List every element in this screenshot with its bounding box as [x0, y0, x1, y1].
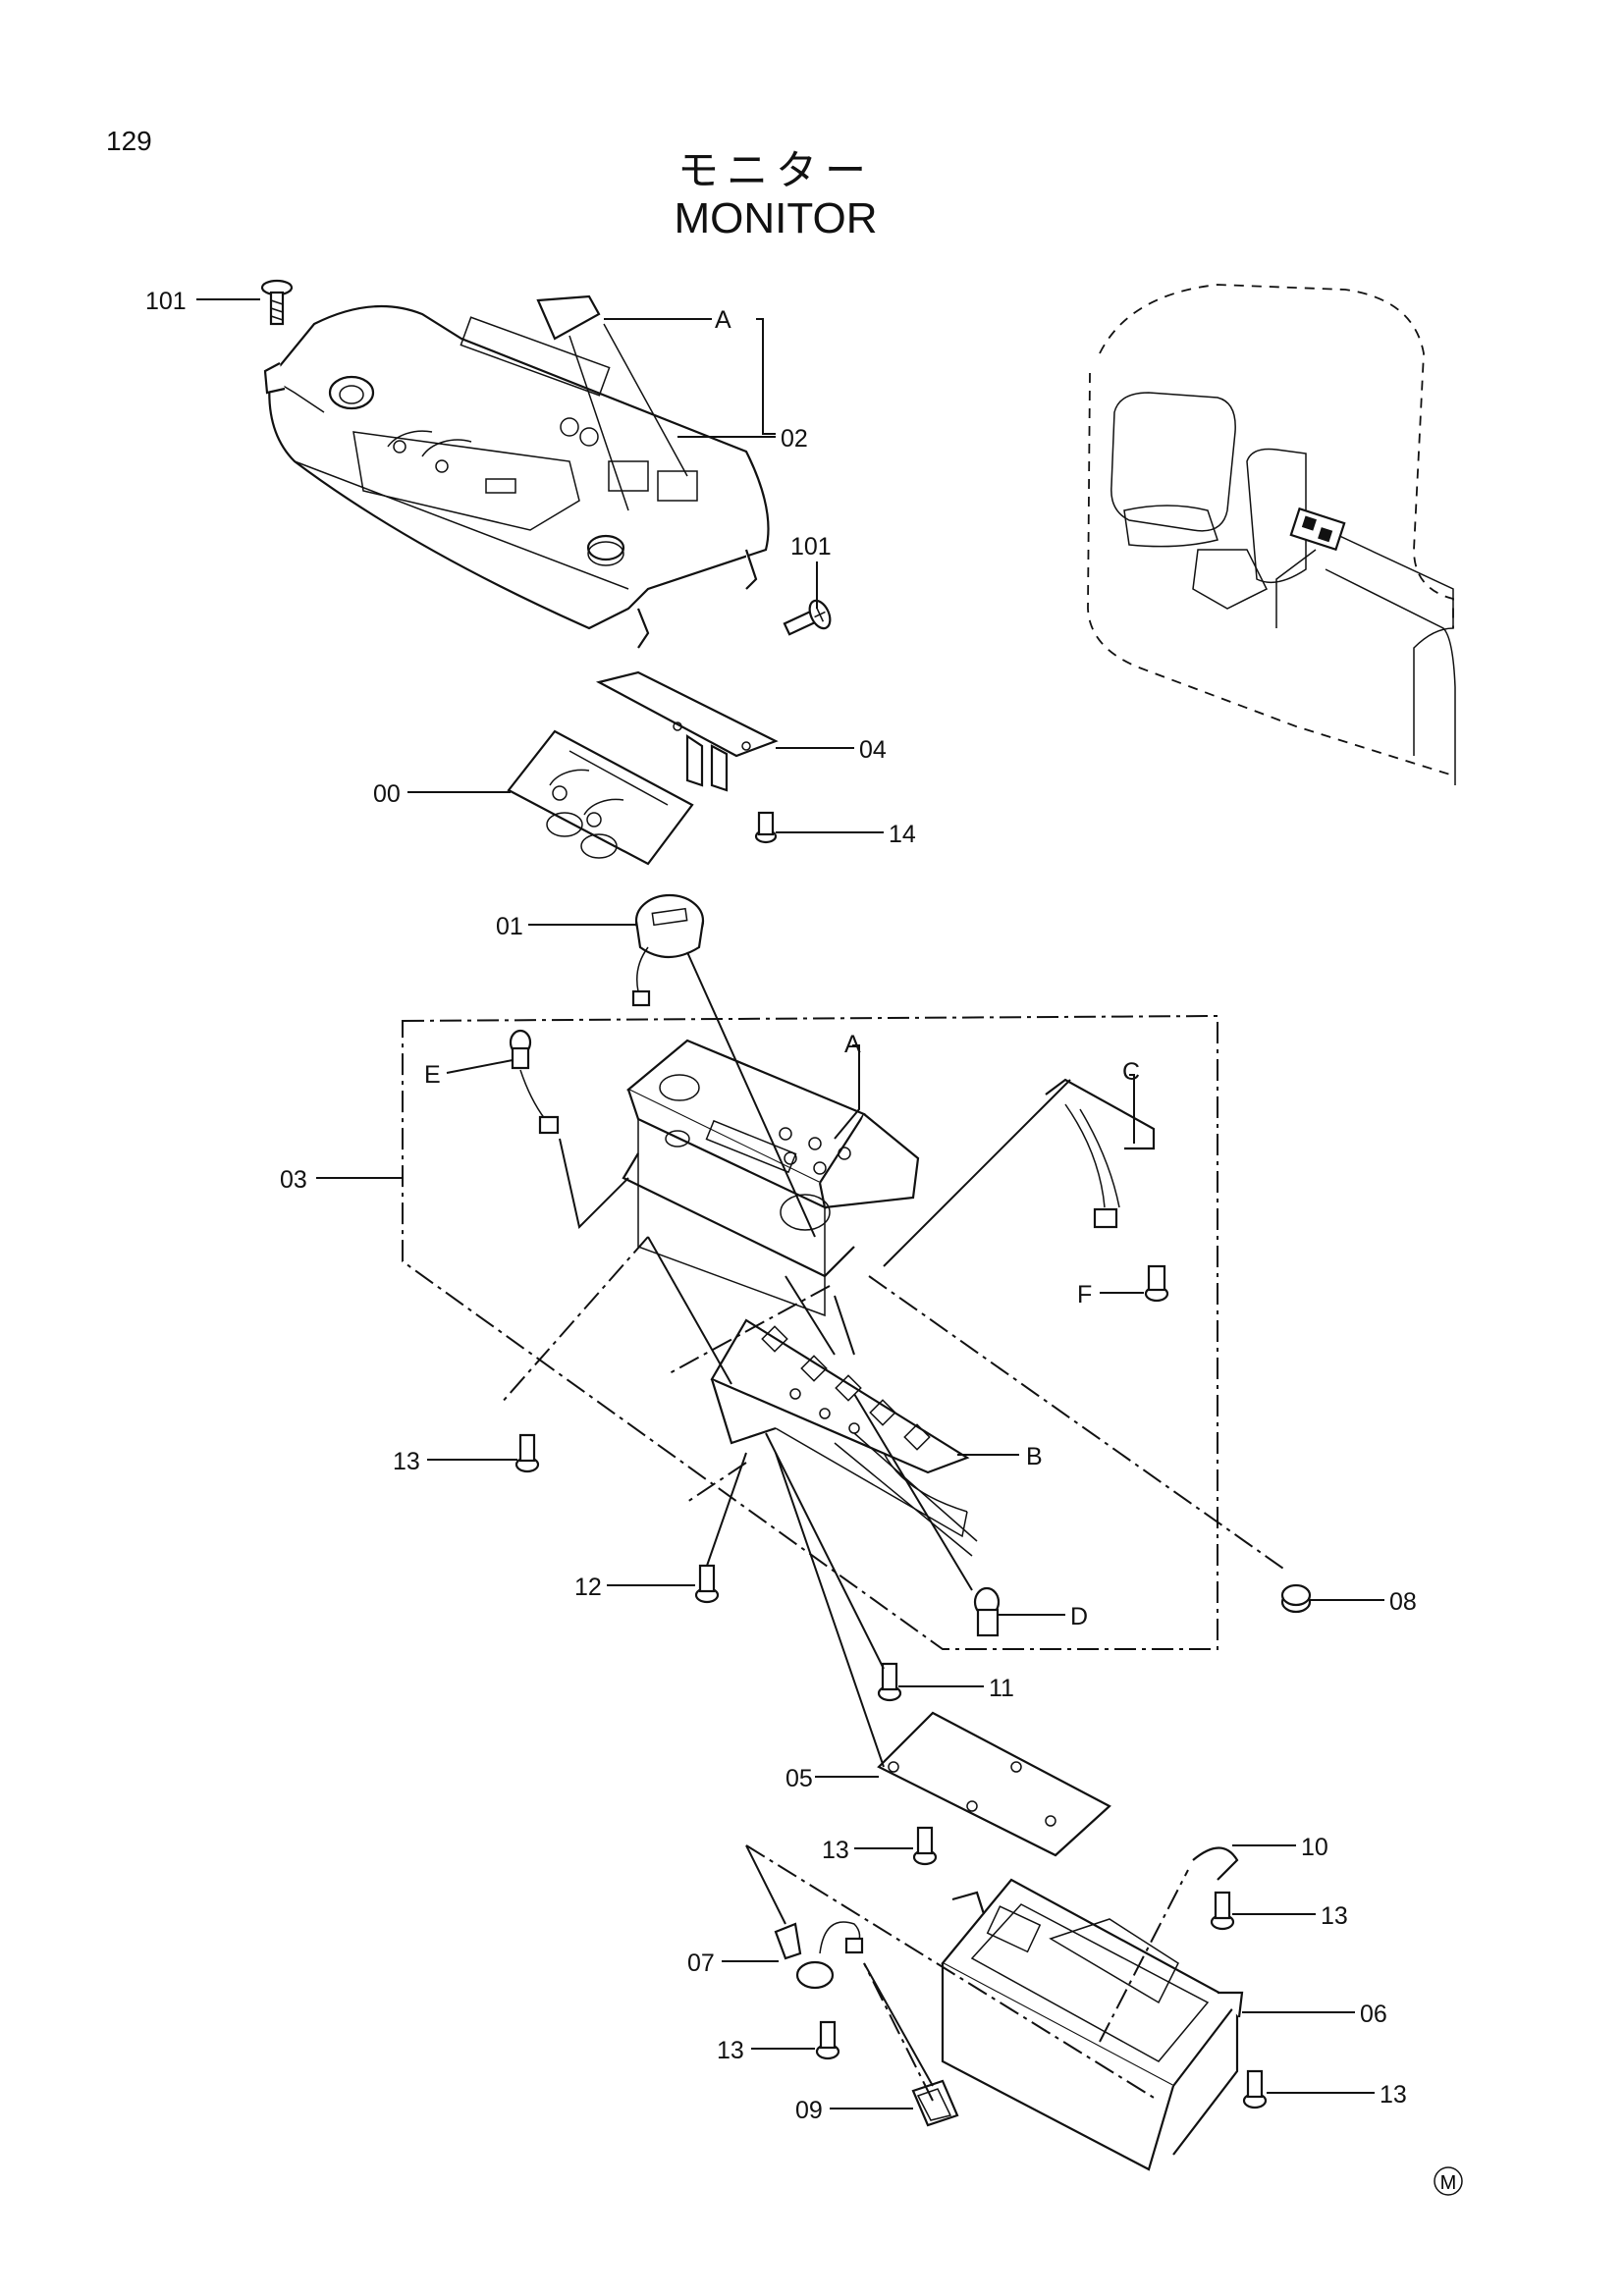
bolt-13-middle — [912, 1826, 938, 1866]
callout-leaders — [196, 298, 1384, 2109]
callout-03: 03 — [280, 1166, 307, 1194]
bracket-C — [1045, 1078, 1156, 1229]
page-number: 129 — [106, 126, 152, 156]
callout-D: D — [1070, 1603, 1088, 1630]
bolt-F — [1144, 1264, 1169, 1303]
callout-10: 10 — [1301, 1834, 1328, 1861]
meter-panel-part-00 — [507, 729, 694, 866]
assembly-03-boundary — [402, 1014, 1218, 1650]
callout-13-middle: 13 — [822, 1837, 849, 1864]
bolt-101-lower — [783, 599, 832, 636]
lamp-socket-E — [509, 1029, 560, 1135]
callout-00: 00 — [373, 780, 401, 808]
lamp-D — [973, 1586, 1001, 1637]
callout-F: F — [1077, 1281, 1092, 1308]
callout-07: 07 — [687, 1949, 715, 1977]
callout-08: 08 — [1389, 1588, 1417, 1616]
bolt-08 — [1280, 1583, 1312, 1614]
bolt-13-right-upper — [1210, 1891, 1235, 1931]
callout-12: 12 — [574, 1574, 602, 1601]
lamp-cord-07 — [774, 1921, 864, 1990]
assembly-guide-lines — [500, 951, 1287, 2102]
lower-case-06 — [941, 1878, 1244, 2171]
grommet-09 — [911, 2079, 959, 2127]
bolt-12 — [694, 1564, 720, 1604]
title-japanese: モニター — [677, 146, 874, 194]
callout-01: 01 — [496, 913, 523, 940]
callout-14: 14 — [889, 821, 916, 848]
cab-location-view — [1087, 284, 1456, 785]
bolt-14 — [754, 811, 778, 844]
callout-04: 04 — [859, 736, 887, 764]
callout-C: C — [1122, 1058, 1140, 1086]
callout-11: 11 — [989, 1675, 1014, 1702]
bolt-13-lower-left — [815, 2020, 840, 2060]
bolt-101-upper — [260, 279, 294, 326]
monitor-housing-A — [622, 1039, 920, 1317]
bolt-11 — [877, 1662, 902, 1702]
svg-text:M: M — [1440, 2172, 1457, 2194]
callout-05: 05 — [785, 1765, 813, 1792]
bracket-part-04 — [595, 670, 779, 792]
callout-13-right-upper: 13 — [1321, 1902, 1348, 1930]
callout-B: B — [1026, 1443, 1043, 1470]
callout-09: 09 — [795, 2097, 823, 2124]
plate-05 — [877, 1711, 1111, 1857]
plate-B — [710, 1318, 978, 1557]
title-english: MONITOR — [674, 194, 878, 242]
callout-13-lower-right: 13 — [1380, 2081, 1407, 2109]
callout-13-upper-left: 13 — [393, 1448, 420, 1475]
hour-meter-part-01 — [631, 893, 705, 1007]
callout-13-lower-left: 13 — [717, 2037, 744, 2064]
bolt-13-upper-left — [514, 1433, 540, 1473]
monitor-cover-part-02 — [263, 294, 770, 649]
callout-101-upper: 101 — [145, 288, 187, 315]
callout-101-lower: 101 — [790, 533, 832, 561]
callout-E: E — [424, 1061, 441, 1089]
manufacturer-mark: M — [1434, 2166, 1463, 2196]
callout-02: 02 — [781, 425, 808, 453]
callout-A-upper: A — [715, 306, 731, 334]
callout-labels: 101 A 02 101 04 00 14 01 E A C 03 F 13 B… — [145, 288, 1417, 2124]
bolt-13-lower-right — [1242, 2069, 1268, 2109]
callout-06: 06 — [1360, 2001, 1387, 2028]
callout-A-housing: A — [844, 1031, 861, 1058]
clip-10 — [1192, 1846, 1239, 1881]
